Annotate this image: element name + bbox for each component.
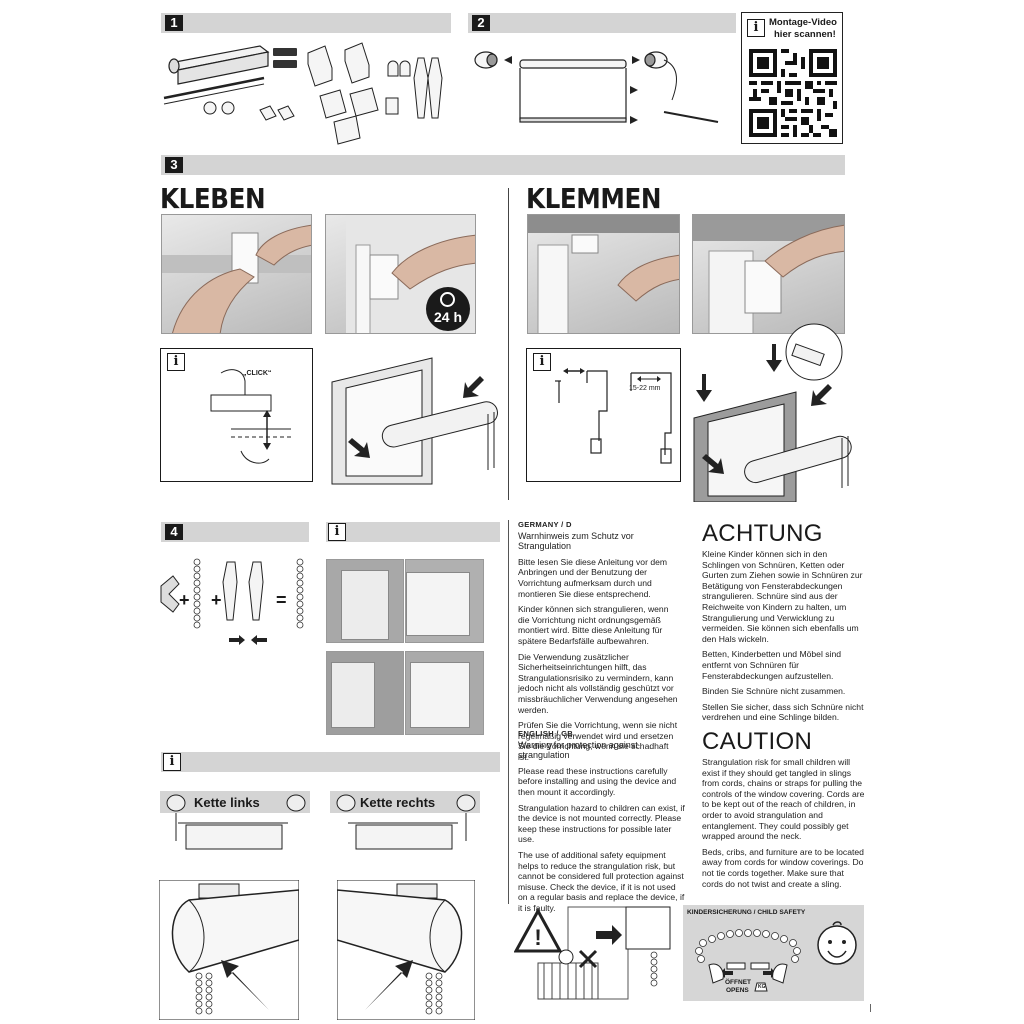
timer-badge: 24 h	[426, 287, 470, 331]
plus-sign-2: +	[211, 590, 222, 610]
clamp-photo-1	[527, 214, 680, 334]
info-icon: i	[533, 353, 551, 371]
step-2-assembly-illustration	[474, 51, 719, 124]
equals-sign: =	[276, 590, 287, 610]
clamp-range-label: 15-22 mm	[629, 385, 661, 392]
step-4-bar: 4	[161, 522, 309, 542]
plus-sign-1: +	[179, 590, 190, 610]
chain-right-label: Kette rechts	[360, 795, 436, 810]
info-icon: i	[167, 353, 185, 371]
step-4-info-photos	[326, 559, 484, 737]
step-3-bar: 3	[161, 155, 845, 175]
glue-title: KLEBEN	[160, 182, 266, 215]
achtung-paragraph-2: Betten, Kinderbetten und Möbel sind entf…	[702, 649, 842, 681]
cure-time-label: 24 h	[433, 309, 462, 325]
glue-info-panel: i „CLICK“	[160, 348, 313, 482]
qr-code-panel[interactable]: i Montage-Video hier scannen!	[741, 12, 843, 144]
strangulation-hazard-illustration: !	[514, 906, 671, 1000]
german-paragraph-1: Bitte lesen Sie diese Anleitung vor dem …	[518, 556, 668, 599]
child-safety-weight: KG	[758, 984, 766, 990]
german-warning: GERMANY / D Warnhinweis zum Schutz vor S…	[518, 520, 680, 767]
child-safety-opens-de: ÖFFNET	[725, 979, 751, 986]
glue-photo-2: 24 h	[325, 214, 476, 334]
chain-right-detail	[337, 880, 475, 1020]
svg-text:!: !	[534, 925, 541, 950]
step-1-bar: 1	[161, 13, 451, 33]
info-photo-3	[326, 651, 404, 735]
glue-photo-1	[161, 214, 312, 334]
clamp-title: KLEMMEN	[526, 182, 662, 215]
page-edge-mark	[870, 1004, 871, 1012]
child-safety-panel: KINDERSICHERUNG / CHILD SAFETY KG ÖFFNET…	[683, 905, 864, 1001]
achtung-paragraph-3: Binden Sie Schnüre nicht zusammen.	[702, 686, 846, 697]
baby-face-icon	[817, 921, 857, 965]
caution-paragraph-2: Beds, cribs, and furniture are to be loc…	[702, 846, 864, 889]
english-heading: ENGLISH / GB	[518, 729, 574, 738]
glue-mounting-illustration	[331, 357, 498, 485]
english-paragraph-3: The use of additional safety equipment h…	[518, 849, 685, 913]
info-photo-4	[405, 651, 484, 735]
achtung-text: Kleine Kinder können sich in den Schling…	[702, 549, 866, 728]
clamp-photo-2	[692, 214, 845, 334]
child-safety-opens-en: OPENS	[726, 987, 749, 994]
qr-caption-line-2: hier scannen!	[774, 29, 836, 40]
stopwatch-icon	[440, 292, 455, 307]
child-safety-title: KINDERSICHERUNG / CHILD SAFETY	[687, 909, 806, 916]
info-photo-1	[326, 559, 404, 643]
step-2-number: 2	[472, 15, 490, 31]
step-1-parts-illustration	[163, 42, 443, 145]
caution-text: Strangulation risk for small children wi…	[702, 757, 866, 894]
click-label: „CLICK“	[243, 370, 272, 377]
english-warning: ENGLISH / GB Warning for protection agai…	[518, 729, 686, 919]
achtung-paragraph-4: Stellen Sie sicher, dass sich Schnüre ni…	[702, 701, 864, 723]
qr-code-icon	[749, 49, 837, 137]
german-paragraph-3: Die Verwendung zusätzlicher Sicherheitse…	[518, 651, 678, 715]
section-divider	[508, 188, 509, 500]
german-paragraph-4: Prüfen Sie die Vorrichtung, wenn sie nic…	[518, 720, 678, 762]
step-4-number: 4	[165, 524, 183, 540]
step-1-number: 1	[165, 15, 183, 31]
qr-caption-line-1: Montage-Video	[769, 17, 837, 28]
info-photo-2	[405, 559, 484, 643]
english-paragraph-1: Please read these instructions carefully…	[518, 765, 677, 797]
chain-assembly-illustration	[160, 558, 304, 645]
step-2-bar: 2	[468, 13, 736, 33]
chain-left-label: Kette links	[194, 795, 260, 810]
chain-left-detail	[159, 880, 299, 1020]
step-3-number: 3	[165, 157, 183, 173]
info-bar-step-4: i	[326, 522, 500, 542]
chain-side-info-bar: i	[161, 752, 500, 772]
clamp-mounting-illustration	[693, 323, 852, 502]
chain-left-panel[interactable]: Kette links	[160, 791, 310, 861]
achtung-paragraph-1: Kleine Kinder können sich in den Schling…	[702, 549, 863, 644]
clamp-info-panel: i 15-22 mm	[526, 348, 681, 482]
caution-title: CAUTION	[702, 728, 813, 755]
info-icon: i	[163, 753, 181, 771]
german-paragraph-2: Kinder können sich strangulieren, wenn d…	[518, 604, 669, 646]
warning-divider	[508, 520, 509, 904]
info-icon: i	[328, 523, 346, 541]
english-subtitle: Warning for protection against strangula…	[518, 739, 638, 761]
achtung-title: ACHTUNG	[702, 520, 823, 547]
german-heading: GERMANY / D	[518, 520, 572, 529]
german-subtitle: Warnhinweis zum Schutz vor Strangulation	[518, 530, 634, 552]
english-paragraph-2: Strangulation hazard to children can exi…	[518, 802, 685, 845]
info-icon: i	[747, 19, 765, 37]
caution-paragraph-1: Strangulation risk for small children wi…	[702, 757, 865, 842]
chain-right-panel[interactable]: Kette rechts	[330, 791, 480, 861]
